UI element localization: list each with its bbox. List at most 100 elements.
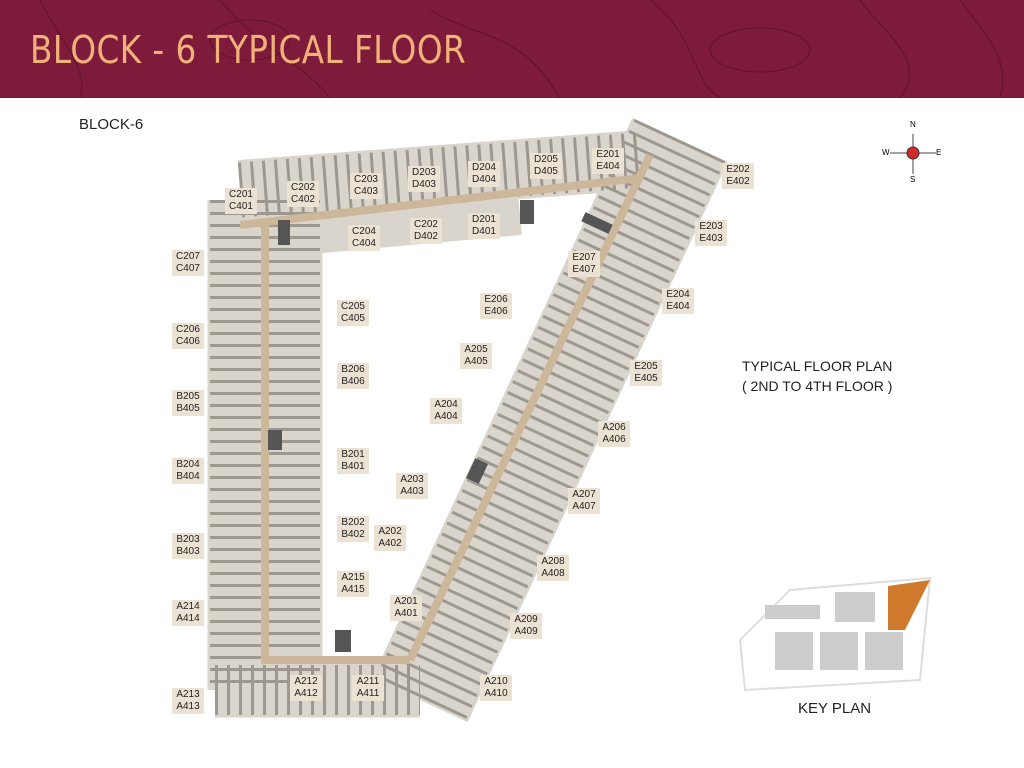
unit-number: C201 — [229, 189, 253, 200]
floral-pattern — [39, 0, 1004, 98]
unit-number: B403 — [176, 546, 200, 557]
unit-number: E201 — [596, 149, 620, 160]
unit-number: A209 — [514, 614, 538, 625]
unit-number: A411 — [356, 688, 380, 699]
caption-line-1: TYPICAL FLOOR PLAN — [742, 358, 893, 374]
unit-number: A415 — [341, 584, 365, 595]
unit-number: B402 — [341, 529, 365, 540]
compass-s: S — [910, 175, 916, 184]
unit-number: E406 — [484, 306, 508, 317]
unit-number: A211 — [356, 676, 380, 687]
floor-plan-caption: TYPICAL FLOOR PLAN ( 2ND TO 4TH FLOOR ) — [742, 356, 892, 396]
unit-number: C205 — [341, 301, 365, 312]
compass-n: N — [910, 120, 916, 129]
unit-number: C402 — [291, 194, 315, 205]
unit-number: E405 — [634, 373, 658, 384]
unit-number: E403 — [699, 233, 723, 244]
unit-number: A402 — [378, 538, 402, 549]
unit-number: A202 — [378, 526, 402, 537]
unit-number: B405 — [176, 403, 200, 414]
unit-number: A405 — [464, 356, 488, 367]
unit-number: E203 — [699, 221, 723, 232]
unit-number: C401 — [229, 201, 253, 212]
page-title: BLOCK - 6 TYPICAL FLOOR — [30, 28, 467, 72]
unit-number: A401 — [394, 608, 418, 619]
unit-number: C207 — [176, 251, 200, 262]
unit-number: B203 — [176, 534, 200, 545]
unit-number: C206 — [176, 324, 200, 335]
unit-number: E404 — [596, 161, 620, 172]
unit-number: C407 — [176, 263, 200, 274]
unit-number: C202 — [291, 182, 315, 193]
unit-number: C403 — [354, 186, 378, 197]
unit-number: A404 — [434, 411, 458, 422]
corridor — [239, 153, 654, 664]
unit-number: A215 — [341, 572, 365, 583]
unit-number: D405 — [534, 166, 558, 177]
unit-number: D205 — [534, 154, 558, 165]
unit-number: A409 — [514, 626, 538, 637]
unit-number: D403 — [412, 179, 436, 190]
cores — [268, 200, 613, 652]
compass-icon: N S W E — [880, 120, 941, 184]
unit-number: D201 — [472, 214, 496, 225]
unit-number: A208 — [541, 556, 565, 567]
unit-number: A212 — [294, 676, 318, 687]
unit-number: E206 — [484, 294, 508, 305]
unit-number: E402 — [726, 176, 750, 187]
unit-number: A414 — [176, 613, 200, 624]
unit-number: B202 — [341, 517, 365, 528]
unit-number: A205 — [464, 344, 488, 355]
unit-number: E407 — [572, 264, 596, 275]
unit-number: C202 — [414, 219, 438, 230]
unit-number: E207 — [572, 252, 596, 263]
block-label: BLOCK-6 — [79, 116, 144, 133]
unit-number: E404 — [666, 301, 690, 312]
unit-number: A410 — [484, 688, 508, 699]
unit-number: B205 — [176, 391, 200, 402]
unit-number: B201 — [341, 449, 365, 460]
unit-number: B401 — [341, 461, 365, 472]
unit-number: B206 — [341, 364, 365, 375]
unit-number: A412 — [294, 688, 318, 699]
unit-number: A201 — [394, 596, 418, 607]
unit-number: D203 — [412, 167, 436, 178]
header-banner: BLOCK - 6 TYPICAL FLOOR — [0, 0, 1024, 98]
key-plan-drawing — [738, 576, 932, 692]
unit-number: A206 — [602, 422, 626, 433]
unit-number: B404 — [176, 471, 200, 482]
unit-number: A213 — [176, 689, 200, 700]
unit-number: C404 — [352, 238, 376, 249]
unit-number: C204 — [352, 226, 376, 237]
